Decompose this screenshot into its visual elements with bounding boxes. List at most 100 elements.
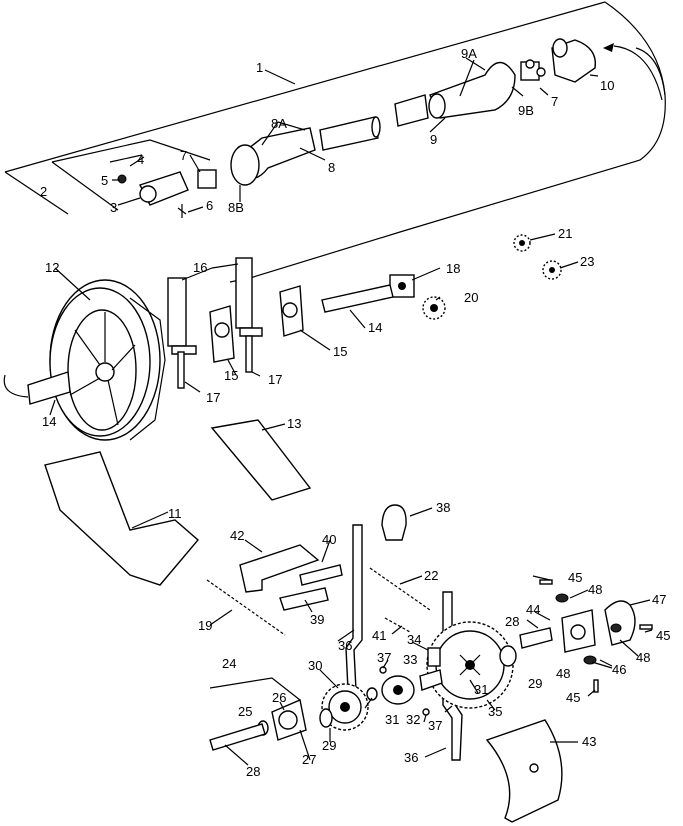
- label-21: 21: [558, 226, 572, 241]
- label-26: 26: [272, 690, 286, 705]
- arrow-icon: [603, 43, 614, 52]
- chain-part-19: [206, 579, 286, 636]
- bearing-part-15-left: [209, 305, 235, 363]
- label-15-left: 15: [224, 368, 238, 383]
- label-8b: 8B: [228, 200, 244, 215]
- washer-part-31: [366, 687, 378, 701]
- sprocket-part-21: [513, 234, 531, 252]
- label-15-right: 15: [333, 344, 347, 359]
- label-45-right: 45: [656, 628, 670, 643]
- label-8a: 8A: [271, 116, 287, 131]
- shaft-assembly-outline: [4, 1, 666, 283]
- bolt-part-45-bottom: [593, 679, 599, 693]
- bracket-part-16-right: [235, 257, 263, 337]
- tube-part-9: [394, 94, 429, 127]
- label-2: 2: [40, 184, 47, 199]
- label-17-right: 17: [268, 372, 282, 387]
- label-12: 12: [45, 260, 59, 275]
- plate-part-40: [299, 564, 343, 586]
- part-labels: 1 2 3 4 5 6 7 7 8 8A 8B 9 9A 9B 10 11 12…: [40, 46, 670, 779]
- bolt-part-17-right: [245, 335, 253, 373]
- label-24: 24: [222, 656, 236, 671]
- yoke-part-3: [139, 171, 189, 206]
- guard-part-42: [239, 544, 320, 593]
- cross-part-7-left: [197, 169, 217, 189]
- label-9: 9: [430, 132, 437, 147]
- label-7-right: 7: [551, 94, 558, 109]
- label-47: 47: [652, 592, 666, 607]
- label-29-right: 29: [528, 676, 542, 691]
- label-37-bottom: 37: [428, 718, 442, 733]
- label-17-left: 17: [206, 390, 220, 405]
- spring-part-48-right: [610, 623, 622, 633]
- leader-lines: [49, 57, 653, 766]
- chain-part-22: [369, 567, 431, 611]
- label-45-bottom: 45: [566, 690, 580, 705]
- shaft-part-14-top: [321, 284, 394, 313]
- bolt-part-45-right: [639, 624, 653, 630]
- group-24-bracket: [209, 677, 301, 701]
- sprocket-part-20: [422, 296, 446, 320]
- label-18: 18: [446, 261, 460, 276]
- label-9b: 9B: [518, 103, 534, 118]
- label-39: 39: [310, 612, 324, 627]
- key-part-34: [427, 647, 441, 667]
- label-43: 43: [582, 734, 596, 749]
- pulley-part-12: [49, 279, 166, 441]
- label-28-bottom: 28: [246, 764, 260, 779]
- label-8: 8: [328, 160, 335, 175]
- group-2-bracket: [51, 139, 211, 211]
- gear-part-30: [321, 683, 369, 731]
- label-5: 5: [101, 173, 108, 188]
- label-33: 33: [403, 652, 417, 667]
- label-48-top: 48: [588, 582, 602, 597]
- label-31-left: 31: [385, 712, 399, 727]
- label-10: 10: [600, 78, 614, 93]
- tube-part-8: [319, 116, 381, 151]
- tube-part-9a: [428, 61, 516, 119]
- yoke-part-10: [551, 38, 597, 83]
- collar-part-29-right: [499, 645, 517, 667]
- label-3: 3: [110, 200, 117, 215]
- bolt-part-45-top: [539, 579, 553, 585]
- hub-part-18: [389, 274, 415, 298]
- label-44: 44: [526, 602, 540, 617]
- label-1: 1: [256, 60, 263, 75]
- label-40: 40: [322, 532, 336, 547]
- label-42: 42: [230, 528, 244, 543]
- label-27: 27: [302, 752, 316, 767]
- bolt-part-17-left: [177, 351, 185, 389]
- housing-bore-icon: [570, 624, 586, 640]
- label-23: 23: [580, 254, 594, 269]
- shield-part-11: [44, 451, 199, 586]
- label-22: 22: [424, 568, 438, 583]
- label-7-left: 7: [180, 148, 187, 163]
- label-19: 19: [198, 618, 212, 633]
- gear-part-35: [426, 621, 514, 709]
- shield-part-43: [485, 719, 563, 823]
- label-28-right: 28: [505, 614, 519, 629]
- screw-part-37-bottom: [422, 708, 430, 716]
- belt-part-13: [210, 419, 312, 501]
- label-6: 6: [206, 198, 213, 213]
- bracket-part-16-left: [167, 277, 197, 355]
- arm-part-36-top: [345, 524, 363, 691]
- label-36-bottom: 36: [404, 750, 418, 765]
- label-30: 30: [308, 658, 322, 673]
- shaft-part-28-bottom: [209, 723, 266, 751]
- label-13: 13: [287, 416, 301, 431]
- label-41: 41: [372, 628, 386, 643]
- cross-part-7-right: [520, 59, 546, 81]
- label-29-left: 29: [322, 738, 336, 753]
- label-11: 11: [168, 506, 182, 521]
- label-36-top: 36: [338, 638, 352, 653]
- label-14-left: 14: [42, 414, 56, 429]
- label-14-right: 14: [368, 320, 382, 335]
- label-16: 16: [193, 260, 207, 275]
- label-35: 35: [488, 704, 502, 719]
- nut-part-5: [117, 174, 127, 184]
- plate-part-47: [604, 600, 636, 646]
- pin-part-6: [177, 204, 187, 218]
- bearing-part-15-right: [279, 285, 304, 337]
